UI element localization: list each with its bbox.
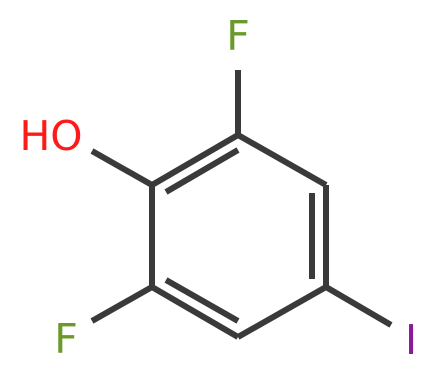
ring-bond-c1-c2-inner	[164, 147, 240, 195]
ring-bond-c1-c2	[150, 132, 240, 188]
bond-c4-iodine	[324, 284, 393, 328]
fluorine-top-label: F	[226, 12, 250, 60]
hydroxyl-label: HO	[19, 112, 82, 160]
ring-bond-c5-c6	[150, 284, 240, 340]
iodine-label: I	[405, 316, 417, 364]
bond-c1-hydroxyl	[90, 148, 154, 188]
ring-bond-c2-c3	[236, 132, 328, 188]
fluorine-bottom-label: F	[54, 315, 78, 363]
ring-bond-c5-c6-inner	[164, 277, 240, 324]
ring-bond-c4-c5	[236, 284, 328, 340]
benzene-ring	[149, 132, 329, 340]
bond-c6-fluorine	[90, 284, 154, 324]
